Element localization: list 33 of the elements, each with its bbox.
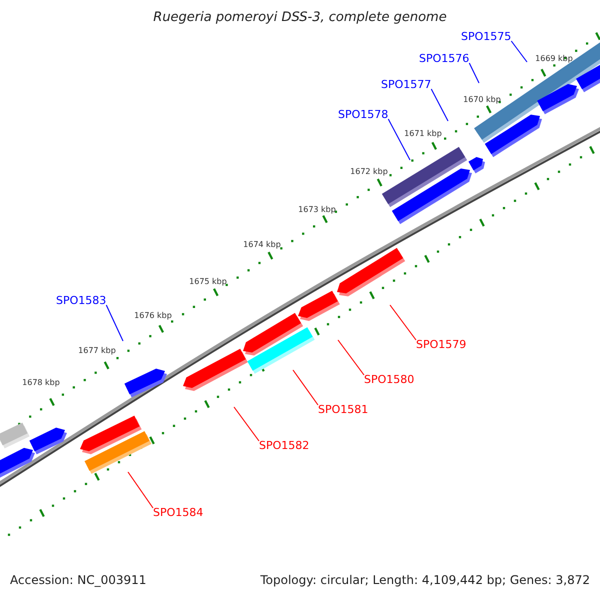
scale-label: 1674 kbp [243, 241, 281, 249]
scale-label: 1673 kbp [298, 206, 336, 214]
scale-label: 1670 kbp [463, 96, 501, 104]
scale-label: 1671 kbp [404, 130, 442, 138]
leader-line [430, 88, 448, 122]
scale-label: 1672 kbp [350, 168, 388, 176]
accession-text: Accession: NC_003911 [10, 574, 146, 586]
scale-label: 1678 kbp [22, 379, 60, 387]
scale-label: 1677 kbp [78, 347, 116, 355]
leader-line [390, 304, 416, 340]
scale-label: 1669 kbp [535, 55, 573, 63]
gene-label: SPO1575 [461, 31, 512, 42]
gene-label: SPO1579 [416, 339, 466, 350]
scale-label: 1676 kbp [134, 312, 172, 320]
leader-line [128, 472, 154, 508]
leader-line [468, 62, 480, 84]
leader-line [388, 118, 410, 160]
gene-label: SPO1580 [364, 374, 414, 385]
gene-label: SPO1578 [338, 109, 388, 120]
gene-label: SPO1581 [318, 404, 368, 415]
gene-label: SPO1583 [56, 295, 106, 306]
leader-line [510, 40, 528, 62]
map-title: Ruegeria pomeroyi DSS-3, complete genome [152, 11, 448, 24]
scale-label: 1675 kbp [189, 278, 227, 286]
gene-label: SPO1584 [153, 507, 204, 518]
gene-label: SPO1576 [419, 53, 470, 64]
genome-info-text: Topology: circular; Length: 4,109,442 bp; Genes: 3,872 [260, 574, 590, 586]
gene-label: SPO1582 [259, 440, 310, 451]
leader-line [292, 370, 318, 406]
leader-line [234, 406, 260, 442]
gene-label: SPO1577 [381, 79, 432, 90]
leader-line [106, 304, 124, 342]
leader-line [338, 340, 364, 376]
